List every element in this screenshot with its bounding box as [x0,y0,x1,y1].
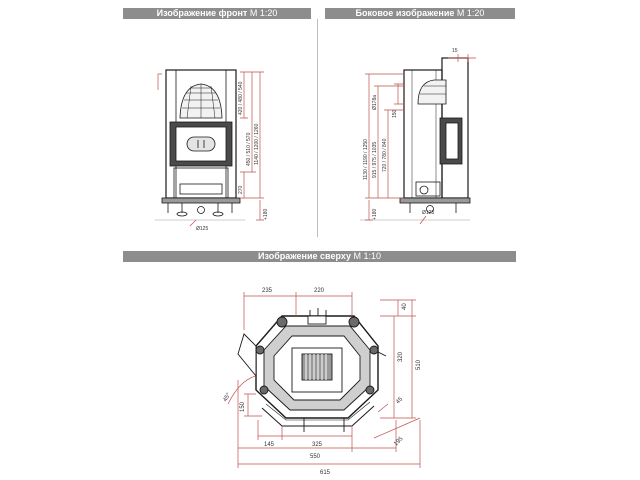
top-view-header: Изображение сверху М 1:10 [123,251,516,262]
top-dim-depth-mid: 320 [398,351,404,362]
top-dim-w-mid: 220 [314,288,325,294]
side-dim-collar: Ø178a [372,95,378,110]
top-grate [301,353,333,381]
top-flue-markers [309,308,327,316]
side-dim-collar-height: 150 [392,109,398,118]
front-dimensions [157,71,264,227]
top-corner-post-6 [365,385,375,395]
side-dim-mid: 915 / 975 / 1035 [372,142,378,178]
front-dim-mid: 450 / 510 / 570 [246,132,252,166]
top-dim-ticks-side-h [244,393,262,417]
top-side-flap [237,333,257,378]
top-dim-side-height: 150 [240,401,246,412]
front-view-header: Изображение фронт М 1:20 [123,8,311,19]
top-flue-collar [307,315,327,325]
top-dim-depth-top: 40 [402,303,408,310]
top-dim-diag: 195 [393,436,405,448]
front-ash-box [173,167,229,199]
side-dim-top-offset [448,54,476,62]
top-dim-seg-mid: 325 [312,442,323,448]
front-dome-ribs-v [186,84,216,119]
front-view-scale: М 1:20 [249,8,278,18]
front-dim-total: 1140 / 1200 / 1260 [254,123,260,165]
top-door-arc [261,405,375,427]
top-dim-line-diag [373,417,421,439]
top-corner-post-1 [276,316,288,328]
side-dim-ticks [365,73,404,221]
top-view-scale: М 1:10 [353,251,381,261]
top-door-glass [265,401,371,421]
side-plinth [399,197,471,204]
top-dim-depth-total: 510 [416,359,422,370]
front-dim-upper: 420 / 480 / 540 [238,81,244,115]
side-view-header: Боковое изображение М 1:20 [325,8,515,19]
top-corner-post-3 [255,345,265,355]
front-dim-flue: Ø125 [196,226,208,232]
top-dimensions [227,292,421,468]
side-view-drawing [360,57,471,221]
front-ash-drawer [179,183,223,195]
side-dome [417,79,447,105]
top-dim-ticks-bottom [237,380,421,468]
top-dim-seg-left: 145 [264,442,275,448]
side-dim-top-offset-label: 15 [452,48,458,54]
side-flue-bottom [426,205,434,213]
front-foot-2 [212,211,224,217]
side-flue-leader [419,215,427,225]
top-dim-ticks-right [380,299,416,419]
front-side-marker [157,73,162,90]
panel-separator [317,19,318,237]
top-corner-post-2 [348,316,360,328]
front-plinth [161,197,241,204]
top-dim-angle: 45° [223,392,233,403]
front-grate [186,136,216,152]
side-dome-ribs [420,85,446,95]
side-flue-circle [419,185,429,195]
front-foot-1 [176,211,188,217]
side-view-title: Боковое изображение [355,8,455,18]
top-dim-angle-arc [227,375,257,405]
side-ash-box [415,181,441,197]
top-dim-width-550: 550 [310,454,321,460]
side-dim-lower: 720 / 780 / 840 [382,138,388,172]
top-grate-bars [305,354,327,380]
top-dim-w-left: 235 [262,288,273,294]
side-dim-flue: Ø125 [422,210,434,216]
top-corner-post-5 [259,385,269,395]
front-flue-circle [197,206,205,214]
front-dim-ticks [240,71,264,221]
side-dim-floor: +180 [372,209,378,220]
top-view-drawing [237,308,387,432]
side-dimensions [365,54,476,225]
front-view-drawing [155,69,245,221]
side-dim-total: 1130 / 1190 / 1250 [363,139,369,180]
top-dim-ticks-top [243,292,353,330]
front-view-title: Изображение фронт [156,8,248,18]
side-glass [445,122,459,160]
top-view-title: Изображение сверху [258,251,351,261]
front-flue-leader [189,219,197,227]
side-view-scale: М 1:20 [456,8,485,18]
top-dim-angle-right [377,403,389,413]
top-dim-width-615: 615 [320,470,331,476]
top-dim-angle-right-label: 45 [395,396,404,405]
top-handle [377,351,387,357]
front-dim-base: 270 [238,185,244,194]
front-dim-floor: +180 [263,209,269,220]
top-corner-post-4 [369,345,379,355]
